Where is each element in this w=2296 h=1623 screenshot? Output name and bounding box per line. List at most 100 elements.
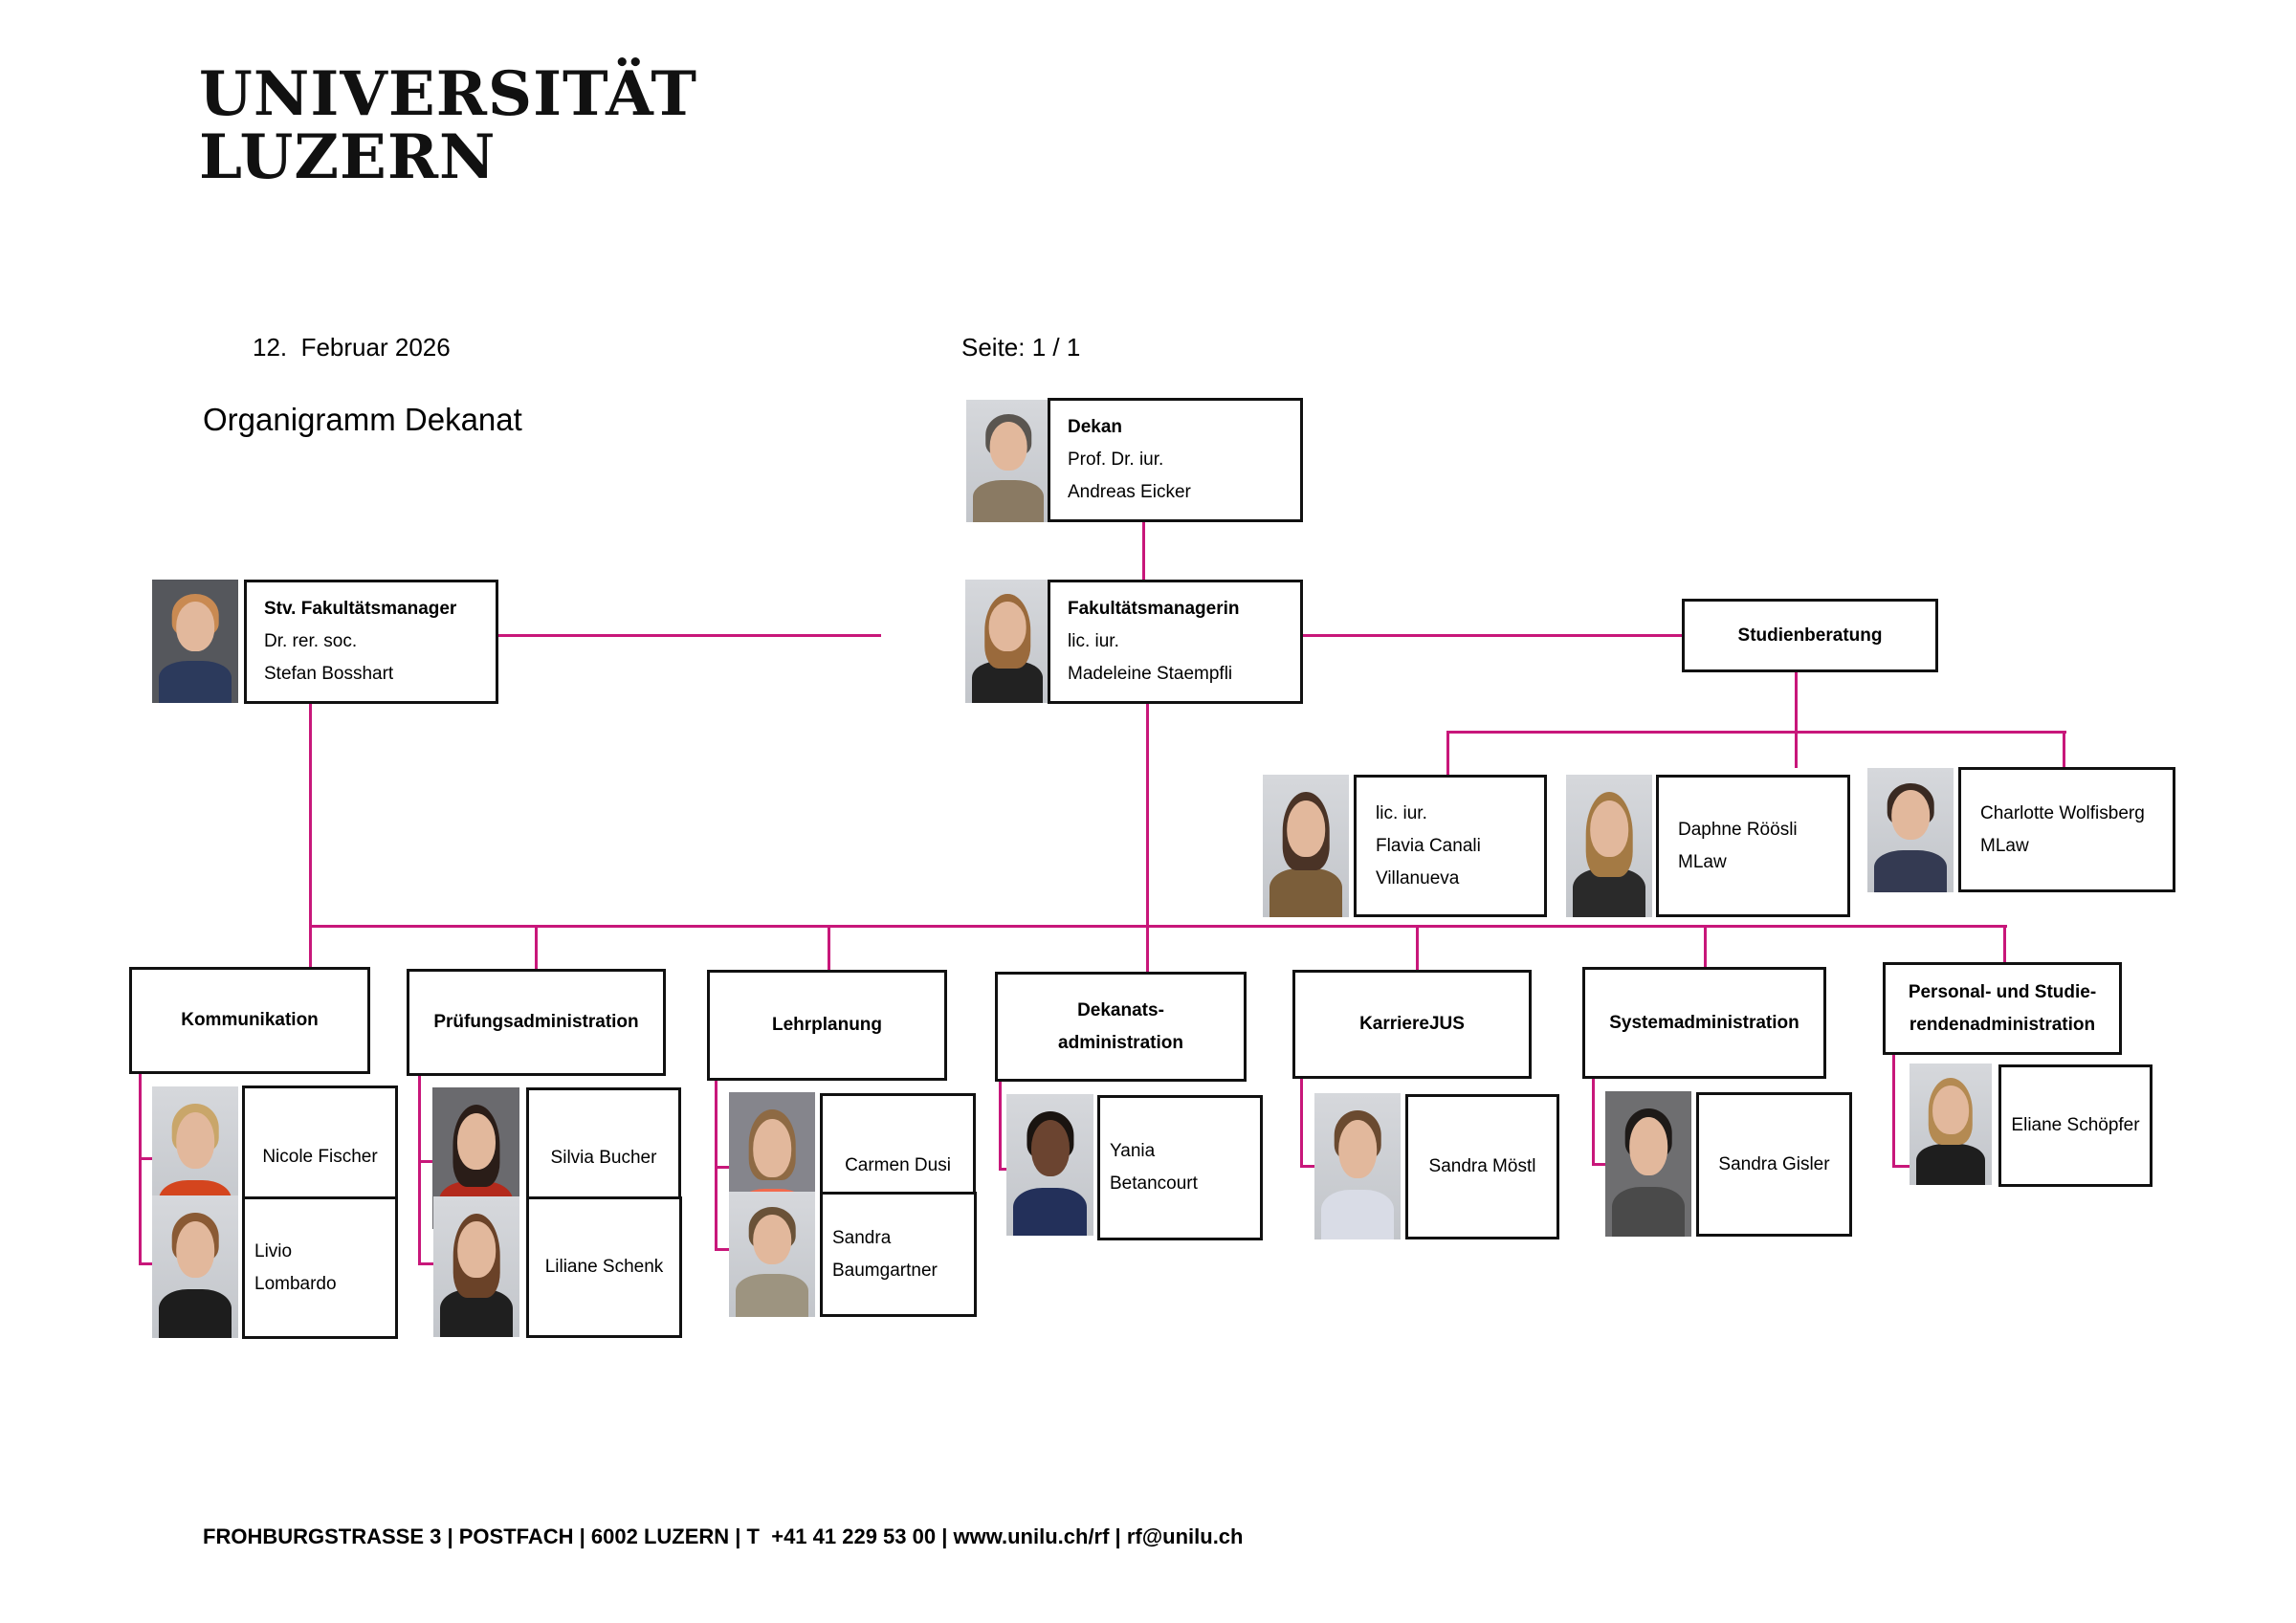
page-number: Seite: 1 / 1	[961, 333, 1081, 362]
org-box-deputy-manager: Stv. Fakultätsmanager Dr. rer. soc. Stef…	[244, 580, 498, 704]
person-name: Sandra Möstl	[1428, 1156, 1536, 1176]
connector-line	[1446, 731, 1449, 775]
connector-line	[715, 1248, 729, 1251]
person-name: Villanueva	[1376, 867, 1460, 888]
logo-line-1: UNIVERSITÄT	[199, 58, 697, 130]
connector-line	[1416, 925, 1419, 970]
photo-deputy	[152, 580, 238, 703]
photo-member	[1566, 775, 1652, 917]
connector-line	[139, 1074, 142, 1264]
connector-line	[1892, 1055, 1895, 1168]
connector-line	[498, 634, 881, 637]
person-name: Liliane Schenk	[544, 1257, 664, 1277]
connector-line	[309, 925, 2007, 928]
connector-line	[2063, 731, 2065, 769]
connector-line	[309, 704, 312, 967]
connector-line	[139, 1262, 152, 1265]
person-name: Flavia Canali	[1376, 835, 1481, 856]
unit-label: Systemadministration	[1609, 1012, 1799, 1033]
connector-line	[1592, 1079, 1595, 1166]
person-name: Nicole Fischer	[262, 1147, 378, 1167]
photo-member	[1006, 1094, 1093, 1236]
person-name: Baumgartner	[832, 1260, 938, 1281]
photo-member	[729, 1192, 815, 1317]
person-name: Daphne Röösli	[1678, 819, 1798, 840]
org-box-studienberatung: Studienberatung	[1682, 599, 1938, 672]
connector-line	[1892, 1165, 1910, 1168]
person-name: Eliane Schöpfer	[2011, 1115, 2140, 1135]
org-box-member: Yania Betancourt	[1097, 1095, 1263, 1240]
photo-member	[1867, 768, 1954, 892]
org-box-personaladministration: Personal- und Studie- rendenadministrati…	[1883, 962, 2122, 1055]
connector-line	[715, 1081, 718, 1250]
org-box-karrierejus: KarriereJUS	[1292, 970, 1532, 1079]
photo-member	[152, 1195, 238, 1338]
academic-degree: MLaw	[1980, 835, 2029, 856]
person-name: Silvia Bucher	[550, 1148, 657, 1168]
academic-degree: lic. iur.	[1376, 802, 1427, 823]
unit-label-line-2: rendenadministration	[1909, 1014, 2096, 1035]
org-box-systemadministration: Systemadministration	[1582, 967, 1826, 1079]
document-date: 12. Februar 2026	[253, 333, 451, 362]
connector-line	[1704, 925, 1707, 967]
photo-member	[1605, 1091, 1691, 1237]
connector-line	[1592, 1163, 1605, 1166]
unit-label: Prüfungsadministration	[433, 1012, 639, 1032]
connector-line	[535, 925, 538, 969]
connector-line	[1795, 672, 1798, 768]
photo-member	[1263, 775, 1349, 917]
logo-line-2: LUZERN	[199, 121, 497, 193]
connector-line	[1146, 704, 1149, 972]
unit-label: Lehrplanung	[771, 1015, 883, 1035]
org-box-dekanatsadministration: Dekanats- administration	[995, 972, 1247, 1082]
org-box-member: Livio Lombardo	[242, 1196, 398, 1339]
connector-line	[418, 1262, 433, 1265]
connector-line	[418, 1076, 421, 1264]
academic-degree: MLaw	[1678, 851, 1727, 872]
org-box-member: Eliane Schöpfer	[1998, 1064, 2152, 1187]
org-box-lehrplanung: Lehrplanung	[707, 970, 947, 1081]
connector-line	[1142, 522, 1145, 583]
org-box-member: Sandra Gisler	[1696, 1092, 1852, 1237]
photo-member	[1910, 1064, 1992, 1185]
person-name: Betancourt	[1110, 1173, 1198, 1194]
connector-line	[139, 1157, 152, 1160]
org-box-member: Daphne Röösli MLaw	[1656, 775, 1850, 917]
person-name: Lombardo	[254, 1273, 337, 1294]
connector-line	[1446, 731, 2066, 734]
connector-line	[1303, 634, 1682, 637]
person-name: Sandra	[832, 1227, 892, 1248]
connector-line	[1300, 1079, 1303, 1168]
connector-line	[999, 1082, 1002, 1171]
role-title: Dekan	[1068, 417, 1123, 437]
unit-label-line-1: Personal- und Studie-	[1908, 981, 2097, 1002]
org-box-member: lic. iur. Flavia Canali Villanueva	[1354, 775, 1547, 917]
org-box-member: Liliane Schenk	[526, 1196, 682, 1338]
unit-label: KarriereJUS	[1359, 1014, 1465, 1034]
academic-degree: Dr. rer. soc.	[264, 631, 358, 651]
photo-member	[433, 1196, 519, 1337]
person-name: Yania	[1110, 1141, 1156, 1161]
org-box-kommunikation: Kommunikation	[129, 967, 370, 1074]
unit-label-line-2: administration	[1058, 1032, 1183, 1053]
org-box-faculty-manager: Fakultätsmanagerin lic. iur. Madeleine S…	[1048, 580, 1303, 704]
org-box-member: Sandra Baumgartner	[820, 1192, 977, 1317]
person-name: Madeleine Staempfli	[1068, 664, 1233, 684]
org-box-dekan: Dekan Prof. Dr. iur. Andreas Eicker	[1048, 398, 1303, 522]
person-name: Charlotte Wolfisberg	[1980, 802, 2145, 823]
page-title: Organigramm Dekanat	[203, 402, 522, 437]
academic-degree: Prof. Dr. iur.	[1068, 450, 1164, 470]
connector-line	[999, 1168, 1006, 1171]
role-title: Fakultätsmanagerin	[1068, 599, 1240, 619]
org-box-pruefungsadministration: Prüfungsadministration	[407, 969, 666, 1076]
person-name: Stefan Bosshart	[264, 664, 394, 684]
person-name: Livio	[254, 1240, 293, 1261]
connector-line	[715, 1166, 729, 1169]
person-name: Sandra Gisler	[1718, 1153, 1830, 1174]
connector-line	[418, 1160, 432, 1163]
person-name: Carmen Dusi	[845, 1155, 951, 1175]
university-logo: UNIVERSITÄT LUZERN	[199, 63, 697, 189]
photo-member	[1314, 1093, 1401, 1239]
connector-line	[828, 925, 830, 970]
photo-manager	[965, 580, 1049, 703]
